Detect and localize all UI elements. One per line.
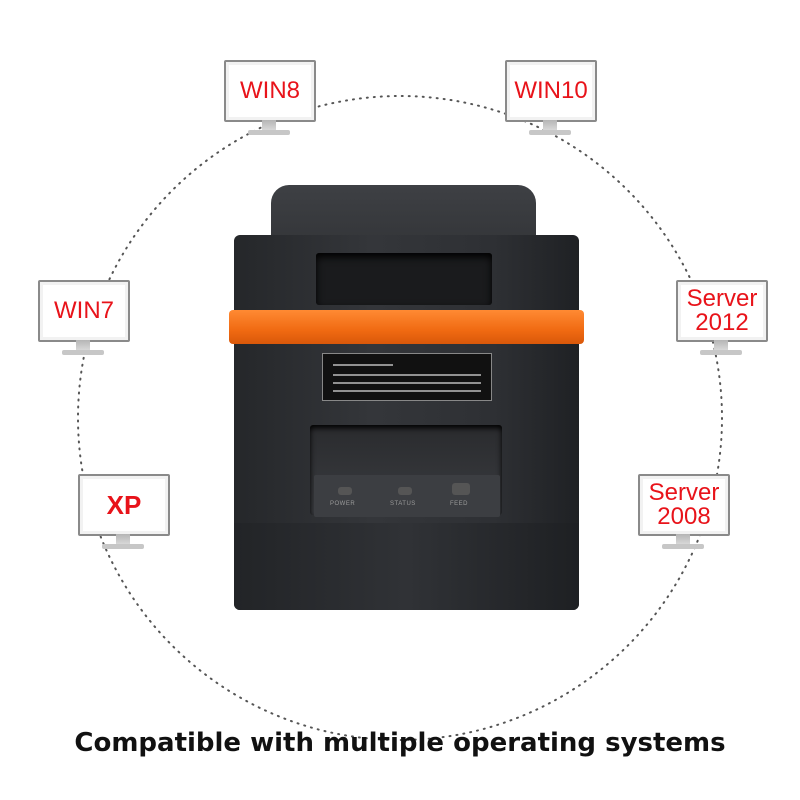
monitor-stand (543, 120, 557, 130)
feed-label: FEED (450, 501, 469, 507)
os-label-win7: WIN7 (54, 297, 114, 324)
monitor-stand (76, 340, 90, 350)
monitor-screen: WIN7 (38, 280, 130, 342)
status-indicator (398, 487, 412, 495)
power-label: POWER (330, 501, 356, 507)
monitor-xp: XP (78, 474, 170, 556)
monitor-screen: Server 2008 (638, 474, 730, 536)
os-label-line: 2012 (695, 309, 749, 336)
os-label-line: Server (686, 285, 758, 312)
monitor-screen: Server 2012 (676, 280, 768, 342)
orange-band (229, 310, 584, 344)
os-label-xp: XP (106, 490, 142, 520)
monitor-base (248, 130, 290, 135)
os-label-line: Server (648, 479, 720, 506)
monitor-win7: WIN7 (38, 280, 130, 362)
monitor-server-2008: Server 2008 (638, 474, 730, 556)
os-label-win8: WIN8 (240, 77, 300, 104)
monitor-base (529, 130, 571, 135)
feed-button (452, 483, 470, 495)
monitor-base (662, 544, 704, 549)
monitor-stand (116, 534, 130, 544)
control-panel (314, 475, 500, 517)
monitor-stand (676, 534, 690, 544)
os-label-server-2008: Server 2008 (640, 476, 728, 534)
monitor-stand (262, 120, 276, 130)
os-label-server-2012: Server 2012 (678, 282, 766, 340)
caption-text: Compatible with multiple operating syste… (74, 728, 726, 758)
paper-slot (316, 253, 492, 305)
monitor-screen: WIN8 (224, 60, 316, 122)
os-label-win10: WIN10 (514, 77, 588, 104)
os-label-line: 2008 (657, 503, 711, 530)
monitor-server-2012: Server 2012 (676, 280, 768, 362)
monitor-win8: WIN8 (224, 60, 316, 142)
monitor-base (62, 350, 104, 355)
monitor-win10: WIN10 (505, 60, 597, 142)
monitor-screen: WIN10 (505, 60, 597, 122)
printer-lower-body (234, 523, 579, 610)
thermal-printer-image: POWER STATUS FEED (226, 175, 586, 615)
monitor-base (102, 544, 144, 549)
warning-sticker (322, 353, 492, 401)
monitor-screen: XP (78, 474, 170, 536)
status-label: STATUS (390, 501, 416, 507)
monitor-base (700, 350, 742, 355)
monitor-stand (714, 340, 728, 350)
power-indicator (338, 487, 352, 495)
